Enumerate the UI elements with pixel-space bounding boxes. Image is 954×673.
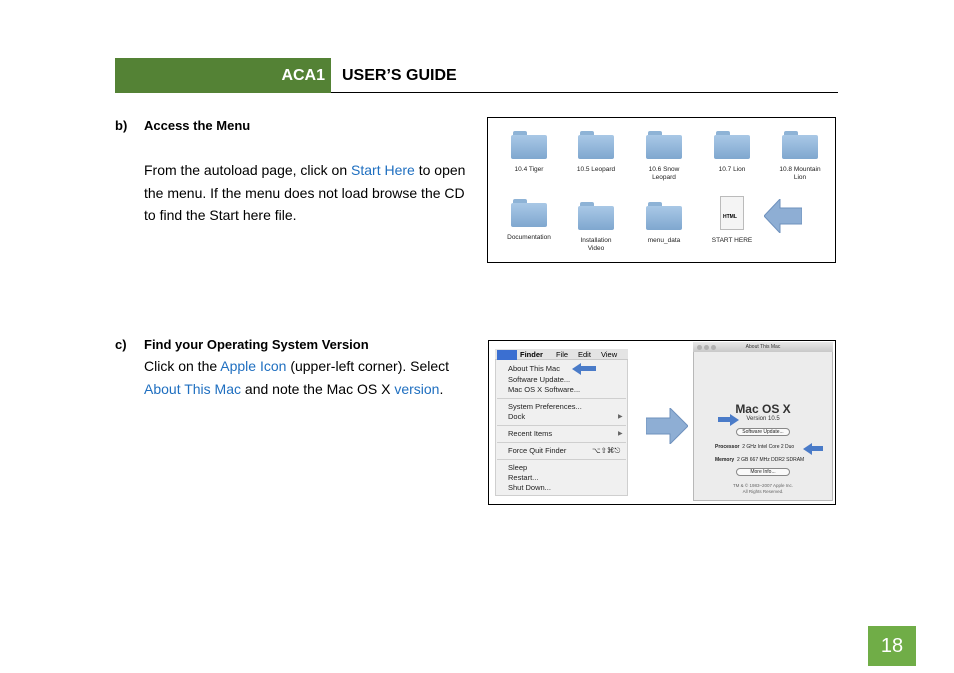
pointer-arrow-icon	[730, 414, 739, 426]
section-b-title: Access the Menu	[144, 118, 251, 133]
start-here-file-label: START HERE	[711, 237, 753, 244]
menu-separator	[497, 459, 626, 460]
menu-separator	[497, 398, 626, 399]
header-band	[115, 58, 331, 93]
menu-separator	[497, 425, 626, 426]
section-c-letter: c)	[115, 337, 127, 352]
section-b-text-before: From the autoload page, click on	[144, 162, 352, 178]
html-file-icon: HTML	[720, 196, 744, 230]
window-close-button[interactable]	[697, 345, 702, 350]
folder-icon	[714, 131, 750, 159]
header-rule	[331, 92, 838, 93]
window-minimize-button[interactable]	[704, 345, 709, 350]
page-number: 18	[880, 635, 904, 657]
os-version: Version 10.5	[746, 416, 780, 422]
pointer-arrow-icon	[572, 363, 581, 375]
apple-menu-button[interactable]	[497, 350, 517, 360]
folder-label: Documentation	[507, 234, 551, 241]
apple-menu-panel	[495, 349, 628, 496]
folder-icon	[578, 202, 614, 230]
menu-item-recent-items[interactable]: Recent Items	[508, 429, 553, 438]
section-b-letter: b)	[115, 118, 128, 133]
copyright-text: TM & © 1983–2007 Apple Inc.All Rights Re…	[732, 483, 794, 494]
menubar-finder[interactable]: Finder	[520, 350, 543, 359]
force-quit-shortcut: ⌥⇧⌘⎋	[592, 446, 621, 455]
folder-label: menu_data	[647, 237, 681, 244]
software-update-button[interactable]: Software Update...	[736, 428, 790, 436]
header-model: ACA1	[281, 67, 325, 84]
about-this-mac-link[interactable]: About This Mac	[144, 380, 242, 397]
start-here-link[interactable]: Start Here	[351, 162, 415, 178]
submenu-arrow-icon: ▶	[618, 431, 623, 437]
menu-separator	[497, 442, 626, 443]
folder-icon	[646, 202, 682, 230]
menubar-view[interactable]: View	[601, 350, 618, 359]
folder-icon	[578, 131, 614, 159]
window-zoom-button[interactable]	[711, 345, 716, 350]
pointer-arrow-icon	[803, 443, 812, 455]
submenu-arrow-icon: ▶	[618, 414, 623, 420]
page-number-box	[868, 626, 916, 666]
menu-item-mac-os-x-software[interactable]: Mac OS X Software...	[508, 385, 581, 394]
menu-item-shut-down[interactable]: Shut Down...	[508, 483, 551, 492]
menu-item-restart[interactable]: Restart...	[508, 473, 539, 482]
menu-item-software-update[interactable]: Software Update...	[508, 375, 571, 384]
menu-item-force-quit-finder[interactable]: Force Quit Finder	[508, 446, 567, 455]
folder-label: 10.4 Tiger	[514, 166, 544, 173]
folder-icon	[511, 199, 547, 227]
os-name: Mac OS X	[735, 402, 791, 416]
folder-icon	[782, 131, 818, 159]
section-b-paragraph: From the autoload page, click on Start H…	[144, 159, 479, 227]
menu-item-system-preferences[interactable]: System Preferences...	[508, 402, 582, 411]
processor-row: Processor 2 GHz Intel Core 2 Duo	[715, 444, 795, 450]
folder-icon	[646, 131, 682, 159]
menu-item-dock[interactable]: Dock	[508, 412, 526, 421]
menu-bar	[495, 349, 628, 360]
header-title: USER’S GUIDE	[342, 67, 457, 84]
about-window-title: About This Mac	[693, 342, 833, 352]
pointer-arrow-icon	[764, 199, 802, 233]
folder-label: 10.7 Lion	[718, 166, 746, 173]
pointer-arrow-shaft	[718, 417, 731, 422]
section-c-title: Find your Operating System Version	[144, 337, 369, 352]
pointer-arrow-shaft	[580, 366, 596, 371]
folder-label: 10.5 Leopard	[576, 166, 616, 173]
menubar-edit[interactable]: Edit	[578, 350, 591, 359]
version-link[interactable]: version	[394, 380, 440, 397]
menu-item-about-this-mac[interactable]: About This Mac	[508, 364, 560, 373]
more-info-button[interactable]: More Info...	[736, 468, 790, 476]
apple-icon-link[interactable]: Apple Icon	[220, 358, 287, 374]
right-arrow-icon	[646, 408, 688, 444]
menu-item-sleep[interactable]: Sleep	[508, 463, 528, 472]
folder-icon	[511, 131, 547, 159]
menubar-file[interactable]: File	[556, 350, 569, 359]
section-b-text-after: to open the menu. If the menu does not l…	[144, 162, 466, 223]
pointer-arrow-shaft	[811, 446, 823, 451]
memory-row: Memory 2 GB 667 MHz DDR2 SDRAM	[715, 457, 805, 463]
section-c-paragraph: Click on the Apple Icon (upper-left corn…	[144, 358, 450, 397]
